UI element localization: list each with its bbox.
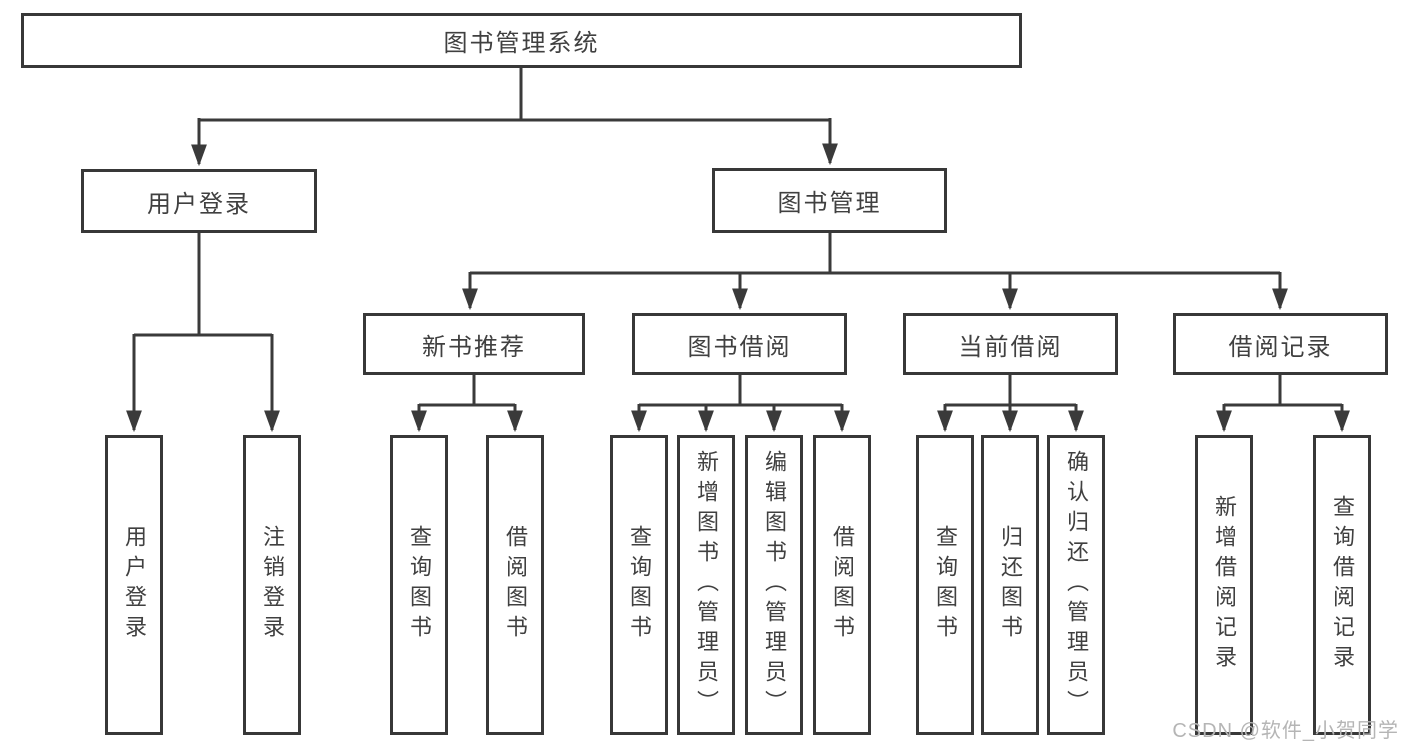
- node-user-login: 用户登录: [81, 169, 317, 233]
- leaf-borrow-books-borrowing: 借阅图书: [813, 435, 871, 735]
- node-borrowing-records: 借阅记录: [1173, 313, 1388, 375]
- leaf-query-books-borrowing: 查询图书: [610, 435, 668, 735]
- edges-borrowing-records: [1216, 375, 1350, 433]
- leaf-confirm-return-admin: 确认归还（管理员）: [1047, 435, 1105, 735]
- leaf-edit-books-admin: 编辑图书（管理员）: [745, 435, 803, 735]
- leaf-borrow-books-recommend: 借阅图书: [486, 435, 544, 735]
- leaf-add-borrow-record: 新增借阅记录: [1195, 435, 1253, 735]
- leaf-query-books-current: 查询图书: [916, 435, 974, 735]
- leaf-return-books: 归还图书: [981, 435, 1039, 735]
- edges-user-login: [126, 233, 280, 433]
- node-current-borrowing: 当前借阅: [903, 313, 1118, 375]
- edges-book-borrowing: [631, 375, 850, 433]
- edges-current-borrowing: [937, 375, 1084, 433]
- leaf-user-login: 用户登录: [105, 435, 163, 735]
- leaf-query-borrow-record: 查询借阅记录: [1313, 435, 1371, 735]
- edge-root: [191, 68, 838, 167]
- node-book-borrowing: 图书借阅: [632, 313, 847, 375]
- node-book-management: 图书管理: [712, 168, 947, 233]
- node-root: 图书管理系统: [21, 13, 1022, 68]
- watermark: CSDN @软件_小贺同学: [1172, 720, 1399, 742]
- edges-book-management: [462, 233, 1288, 311]
- leaf-logout: 注销登录: [243, 435, 301, 735]
- leaf-add-books-admin: 新增图书（管理员）: [677, 435, 735, 735]
- leaf-query-books-recommend: 查询图书: [390, 435, 448, 735]
- node-new-book-recommend: 新书推荐: [363, 313, 585, 375]
- edges-new-book-recommend: [411, 375, 523, 433]
